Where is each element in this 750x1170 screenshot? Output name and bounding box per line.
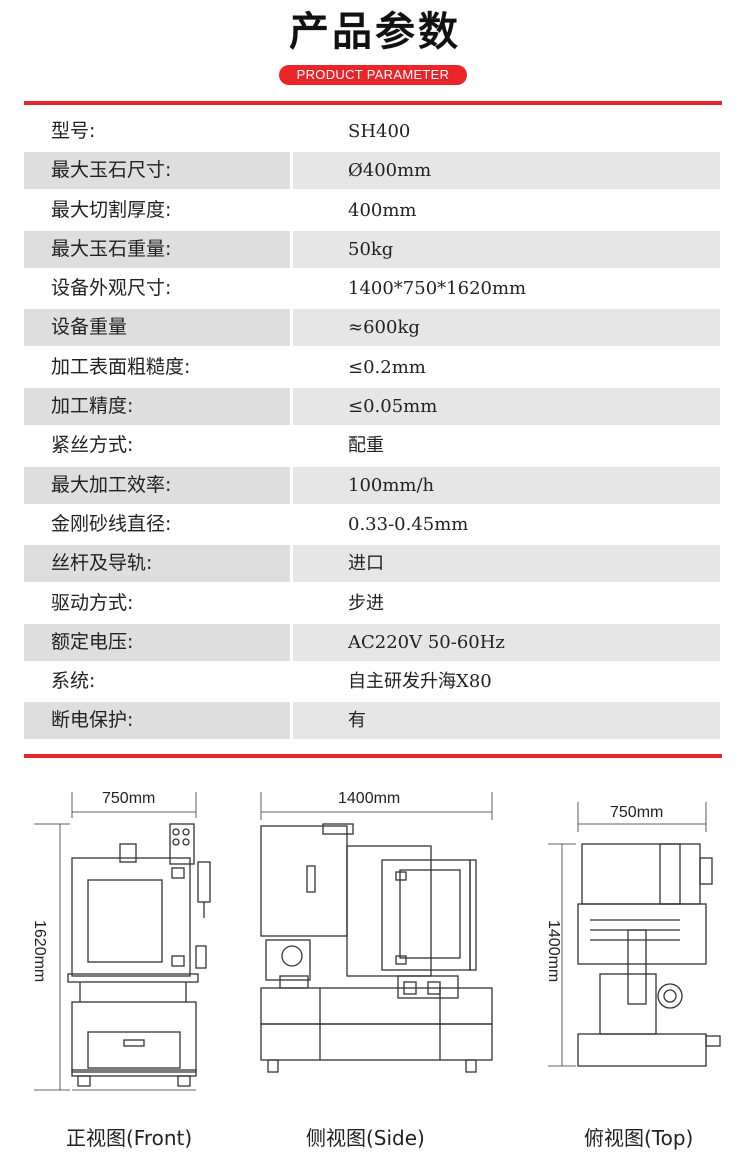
spec-table: 型号: SH400 最大玉石尺寸:Ø400mm 最大切割厚度: 400mm 最大玉石…: [24, 113, 720, 742]
spec-label: 设备重量: [24, 309, 290, 347]
spec-row: 加工精度:≤0.05mm: [24, 388, 720, 426]
spec-value: 400mm: [348, 199, 417, 221]
machine-drawings: [34, 792, 721, 1091]
bottom-divider: [24, 754, 722, 758]
spec-label: 额定电压:: [24, 623, 290, 661]
spec-value: 有: [293, 702, 720, 740]
spec-row: 断电保护:有: [24, 702, 720, 740]
spec-value: Ø400mm: [293, 152, 720, 190]
spec-value: 50kg: [293, 230, 720, 268]
top-view-caption: 俯视图(Top): [584, 1126, 694, 1150]
spec-label: 驱动方式:: [51, 591, 134, 614]
spec-row: 丝杆及导轨:进口: [24, 545, 720, 583]
spec-label: 紧丝方式:: [51, 434, 134, 457]
spec-label: 加工表面粗糙度:: [51, 355, 191, 378]
top-width-label: 750mm: [610, 804, 664, 821]
front-view-drawing: [34, 792, 211, 1091]
front-width-label: 750mm: [102, 790, 156, 807]
page-title: 产品参数: [289, 9, 461, 55]
spec-row: 金刚砂线直径: 0.33-0.45mm: [24, 506, 720, 543]
side-view-drawing: [260, 792, 493, 1073]
spec-label: 最大加工效率:: [24, 466, 290, 504]
front-view-caption: 正视图(Front): [66, 1126, 193, 1150]
side-view-caption: 侧视图(Side): [306, 1126, 425, 1150]
machine-views: 750mm 1620mm 1400mm 750mm 1400mm 正视图(Fro…: [0, 770, 750, 1170]
spec-label: 设备外观尺寸:: [51, 277, 172, 300]
spec-label: 金刚砂线直径:: [51, 512, 172, 535]
top-divider: [24, 101, 722, 105]
spec-value: AC220V 50-60Hz: [293, 623, 720, 661]
spec-value: 0.33-0.45mm: [348, 513, 469, 535]
side-width-label: 1400mm: [338, 790, 401, 807]
spec-label: 系统:: [51, 670, 96, 693]
subtitle-badge: PRODUCT PARAMETER: [279, 65, 467, 85]
spec-row: 型号: SH400: [24, 113, 720, 150]
spec-label: 型号:: [51, 120, 96, 142]
spec-value: ≤0.05mm: [293, 388, 720, 426]
spec-row: 设备重量≈600kg: [24, 309, 720, 347]
spec-value: 自主研发升海X80: [348, 671, 492, 693]
top-depth-label: 1400mm: [545, 920, 562, 983]
spec-label: 最大玉石尺寸:: [24, 152, 290, 190]
spec-row: 最大玉石重量:50kg: [24, 230, 720, 268]
spec-row: 最大玉石尺寸:Ø400mm: [24, 152, 720, 190]
spec-label: 最大切割厚度:: [51, 198, 172, 221]
spec-row: 设备外观尺寸: 1400*750*1620mm: [24, 270, 720, 307]
spec-value: 100mm/h: [293, 466, 720, 504]
top-view-drawing: [548, 802, 721, 1067]
front-height-label: 1620mm: [31, 920, 48, 983]
spec-row: 驱动方式: 步进: [24, 585, 720, 622]
spec-value: 1400*750*1620mm: [348, 278, 527, 300]
spec-row: 额定电压:AC220V 50-60Hz: [24, 623, 720, 661]
spec-label: 最大玉石重量:: [24, 230, 290, 268]
spec-row: 最大加工效率:100mm/h: [24, 466, 720, 504]
spec-value: 配重: [348, 435, 384, 457]
spec-value: ≤0.2mm: [348, 356, 426, 378]
spec-label: 加工精度:: [24, 388, 290, 426]
spec-value: SH400: [348, 121, 411, 142]
spec-label: 断电保护:: [24, 702, 290, 740]
spec-row: 系统: 自主研发升海X80: [24, 663, 720, 700]
spec-row: 最大切割厚度: 400mm: [24, 192, 720, 229]
spec-label: 丝杆及导轨:: [24, 545, 290, 583]
spec-value: 步进: [348, 592, 384, 614]
spec-row: 加工表面粗糙度: ≤0.2mm: [24, 349, 720, 386]
spec-row: 紧丝方式: 配重: [24, 427, 720, 464]
spec-value: 进口: [293, 545, 720, 583]
spec-value: ≈600kg: [293, 309, 720, 347]
